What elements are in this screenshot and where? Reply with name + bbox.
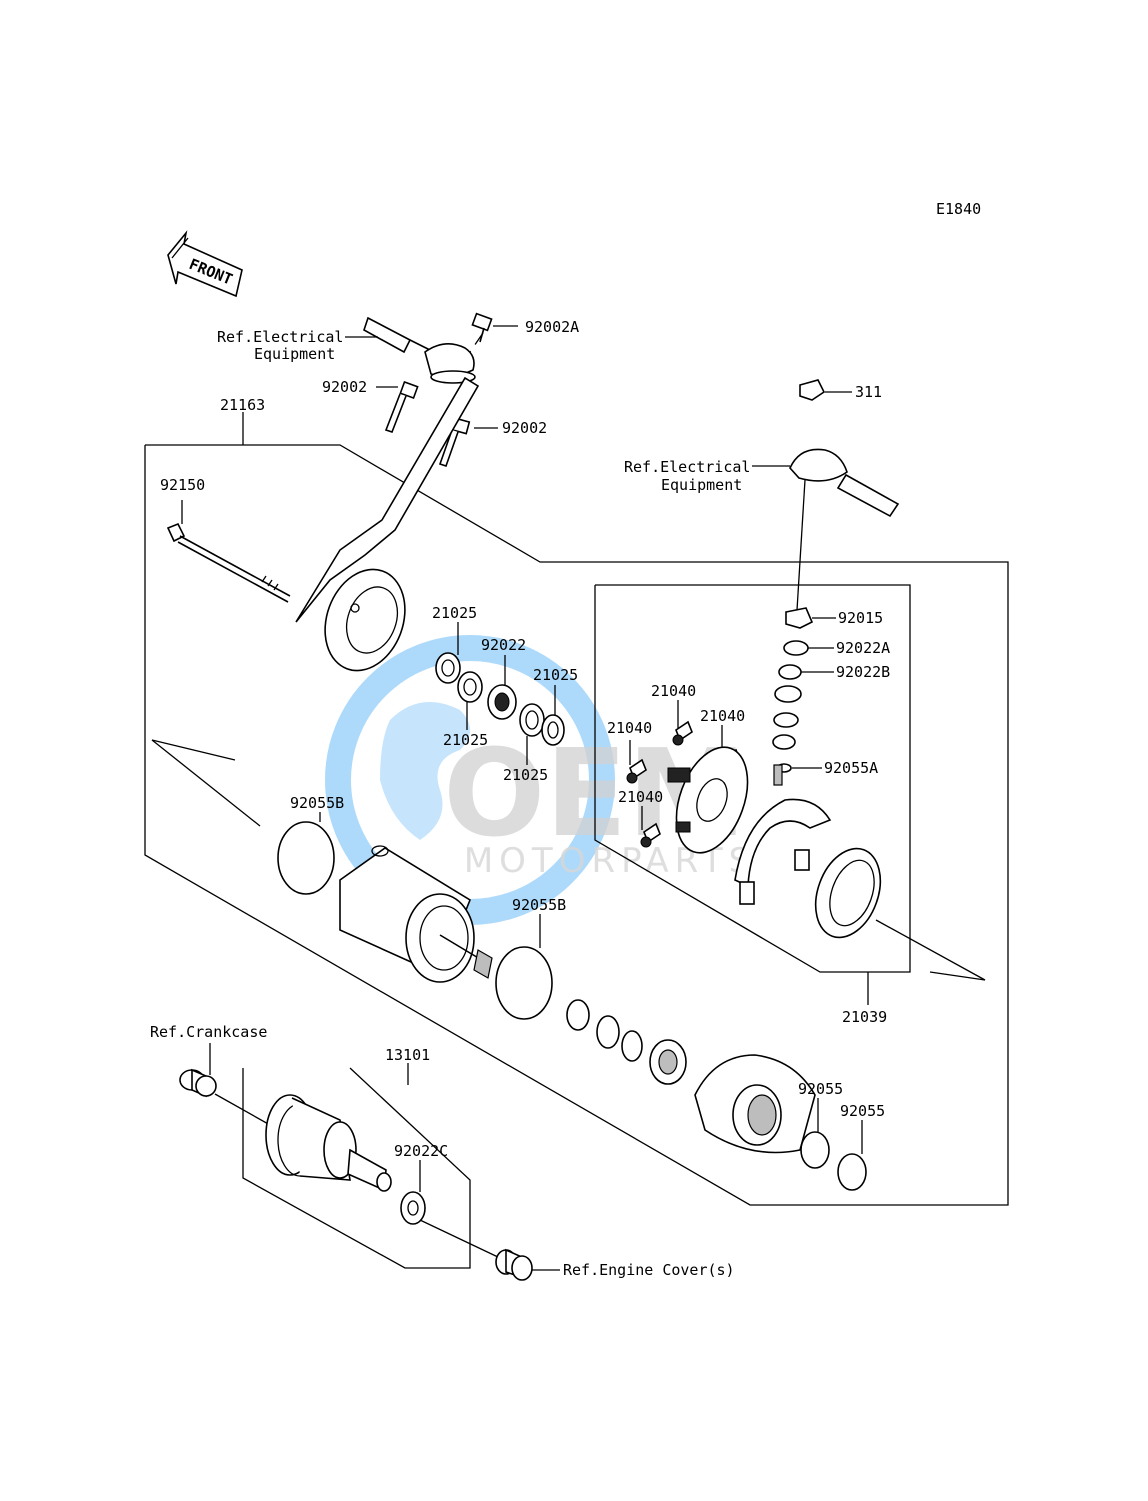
label-21025-d: 21025 — [503, 766, 548, 784]
washer-21025-c-icon — [519, 703, 545, 737]
through-bolt-92150-icon — [166, 522, 291, 603]
starter-cable-top — [363, 316, 476, 384]
front-arrow-icon: FRONT — [167, 230, 243, 298]
label-92055-a: 92055 — [798, 1080, 843, 1098]
terminal-stud-line — [796, 479, 806, 611]
label-21039: 21039 — [842, 1008, 887, 1026]
watermark-continents — [380, 702, 470, 840]
motor-front-cover — [694, 1054, 816, 1154]
label-21040-b: 21040 — [700, 707, 745, 725]
washer-92022C-icon — [400, 1191, 426, 1225]
label-21040-d: 21040 — [618, 788, 663, 806]
bolt-92002-right-icon — [438, 417, 471, 468]
motor-yoke — [339, 845, 493, 983]
washer-92022B-icon — [778, 664, 802, 680]
crankcase-collar-icon — [179, 1068, 217, 1098]
watermark-globe — [325, 635, 615, 925]
label-92022B: 92022B — [836, 663, 890, 681]
label-92002A: 92002A — [525, 318, 579, 336]
lock-plate-icon — [649, 1039, 687, 1085]
nut-311-icon — [799, 379, 826, 401]
label-21040-a: 21040 — [651, 682, 696, 700]
assembly-outline-21163 — [144, 444, 1009, 1206]
label-21040-c: 21040 — [607, 719, 652, 737]
label-92022A: 92022A — [836, 639, 890, 657]
washer-21025-b-icon — [457, 671, 483, 703]
ref-electrical-top-line2: Equipment — [254, 345, 335, 363]
ref-crankcase: Ref.Crankcase — [150, 1023, 267, 1041]
label-21025-a: 21025 — [432, 604, 477, 622]
o-ring-92055-b-icon — [837, 1153, 867, 1191]
subassembly-outline-21039 — [594, 584, 911, 973]
insulator-3-icon — [772, 734, 796, 750]
bolt-92002A-icon — [471, 312, 493, 343]
ref-electrical-right-line2: Equipment — [661, 476, 742, 494]
guide-line-top — [469, 332, 484, 353]
bolt-92002-left-icon — [384, 380, 419, 433]
insulator-1-icon — [774, 685, 802, 703]
washer-21025-a-icon — [435, 652, 461, 684]
ref-electrical-top-line1: Ref.Electrical — [217, 328, 343, 346]
shim-front-2-icon — [596, 1015, 620, 1049]
brush-plate-icon — [667, 746, 749, 854]
starter-clutch-13101-icon — [265, 1094, 392, 1192]
label-92002-right: 92002 — [502, 419, 547, 437]
engine-cover-collar-icon — [495, 1248, 533, 1281]
brush-21040-c-icon — [626, 758, 647, 784]
label-21163: 21163 — [220, 396, 265, 414]
label-21025-b: 21025 — [533, 666, 578, 684]
label-92055-b: 92055 — [840, 1102, 885, 1120]
label-92002-left: 92002 — [322, 378, 367, 396]
label-92022C: 92022C — [394, 1142, 448, 1160]
label-92055B-left: 92055B — [290, 794, 344, 812]
o-ring-92055B-left-icon — [277, 821, 335, 895]
label-13101: 13101 — [385, 1046, 430, 1064]
shim-front-1-icon — [566, 999, 590, 1031]
insulator-2-icon — [773, 712, 799, 728]
label-92022: 92022 — [481, 636, 526, 654]
subassembly-outline-13101 — [242, 1067, 471, 1269]
label-311: 311 — [855, 383, 882, 401]
ref-electrical-right-line1: Ref.Electrical — [624, 458, 750, 476]
label-92150: 92150 — [160, 476, 205, 494]
starter-cable-right — [789, 448, 900, 518]
label-21025-c: 21025 — [443, 731, 488, 749]
nut-92015-icon — [785, 607, 814, 629]
label-92055A: 92055A — [824, 759, 878, 777]
label-92015: 92015 — [838, 609, 883, 627]
shim-front-3-icon — [621, 1030, 643, 1062]
brush-21040-a-icon — [672, 720, 693, 746]
washer-92022A-icon — [783, 640, 809, 656]
label-92055B-right: 92055B — [512, 896, 566, 914]
brush-housing — [814, 847, 882, 939]
washer-21025-d-icon — [541, 714, 565, 746]
diagram-code: E1840 — [936, 200, 981, 218]
o-ring-92055B-right-icon — [495, 946, 553, 1020]
ref-engine-cover: Ref.Engine Cover(s) — [563, 1261, 735, 1279]
brush-holder-bracket — [734, 764, 832, 905]
washer-92022-icon — [487, 684, 517, 720]
brush-21040-d-icon — [640, 822, 661, 848]
o-ring-92055-a-icon — [800, 1131, 830, 1169]
motor-rear-cover — [295, 376, 480, 672]
